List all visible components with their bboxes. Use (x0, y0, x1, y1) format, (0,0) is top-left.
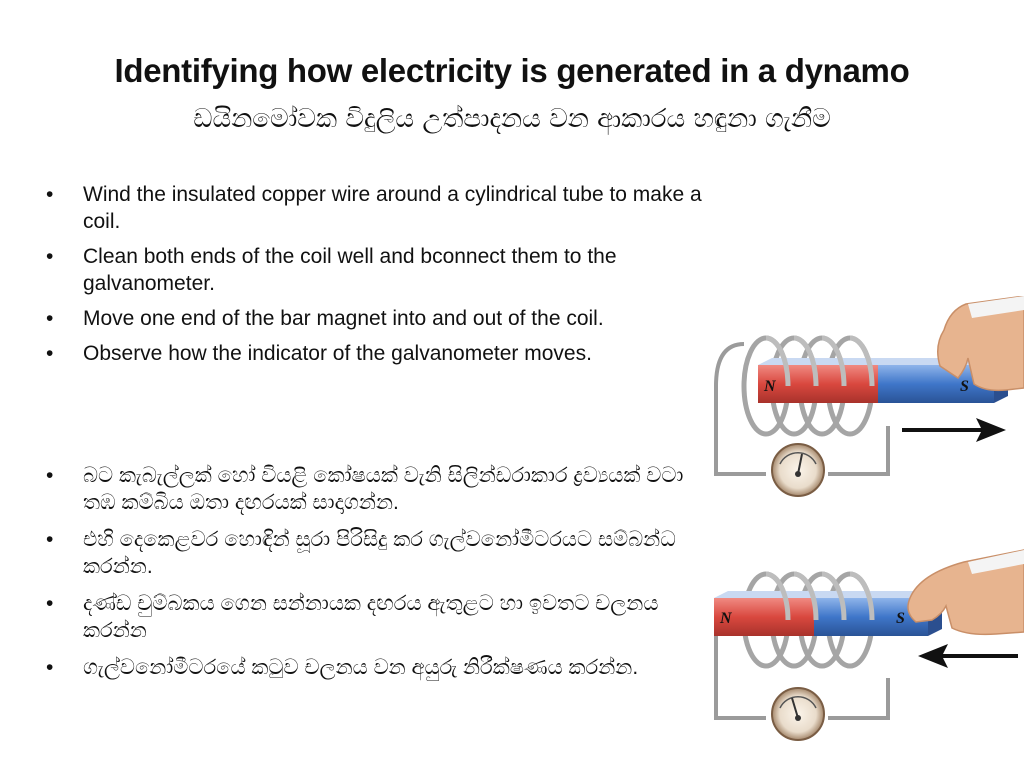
coil-front (765, 335, 875, 387)
south-label: S (960, 378, 969, 395)
hand-illustration (937, 296, 1024, 392)
list-item: Clean both ends of the coil well and bco… (40, 243, 712, 297)
galvanometer (771, 443, 825, 497)
motion-arrow-left (918, 644, 1018, 668)
english-instructions-list: Wind the insulated copper wire around a … (40, 181, 712, 375)
magnet-north-pole (714, 598, 814, 636)
list-item: එහි දෙකෙළවර හොඳින් සූරා පිරිසිදු කර ගැල්… (40, 526, 712, 580)
north-label: N (763, 378, 777, 395)
dynamo-figure-magnet-in: N S (714, 549, 1024, 741)
south-label: S (896, 610, 905, 627)
dynamo-figure-magnet-out: N S (714, 296, 1024, 497)
list-item: Wind the insulated copper wire around a … (40, 181, 712, 235)
page-title: Identifying how electricity is generated… (114, 52, 910, 89)
magnet-top-face (714, 591, 942, 598)
list-item: ගැල්වනෝමීටරයේ කටුව චලනය වන අයුරු නිරීක්ෂ… (40, 654, 712, 681)
motion-arrow-right (902, 418, 1006, 442)
page-subtitle: ඩයිනමෝවක විදුලිය උත්පාදනය වන ආකාරය හඳුනා… (193, 104, 831, 134)
list-item: දණ්ඩ චුම්බකය ගෙන සන්නායක දඟරය ඇතුළට හා ඉ… (40, 590, 712, 644)
north-label: N (719, 610, 733, 627)
list-item: Move one end of the bar magnet into and … (40, 305, 712, 332)
list-item: බට කැබැල්ලක් හෝ වියළි කෝෂයක් වැනි සිලින්… (40, 462, 712, 516)
list-item: Observe how the indicator of the galvano… (40, 340, 712, 367)
coil-wire (828, 426, 890, 476)
sinhala-instructions-list: බට කැබැල්ලක් හෝ වියළි කෝෂයක් වැනි සිලින්… (40, 462, 712, 691)
coil-front (765, 571, 875, 621)
coil-wire (828, 678, 890, 720)
galvanometer (771, 687, 825, 741)
hand-illustration (907, 549, 1024, 636)
coil-wire (714, 342, 766, 476)
